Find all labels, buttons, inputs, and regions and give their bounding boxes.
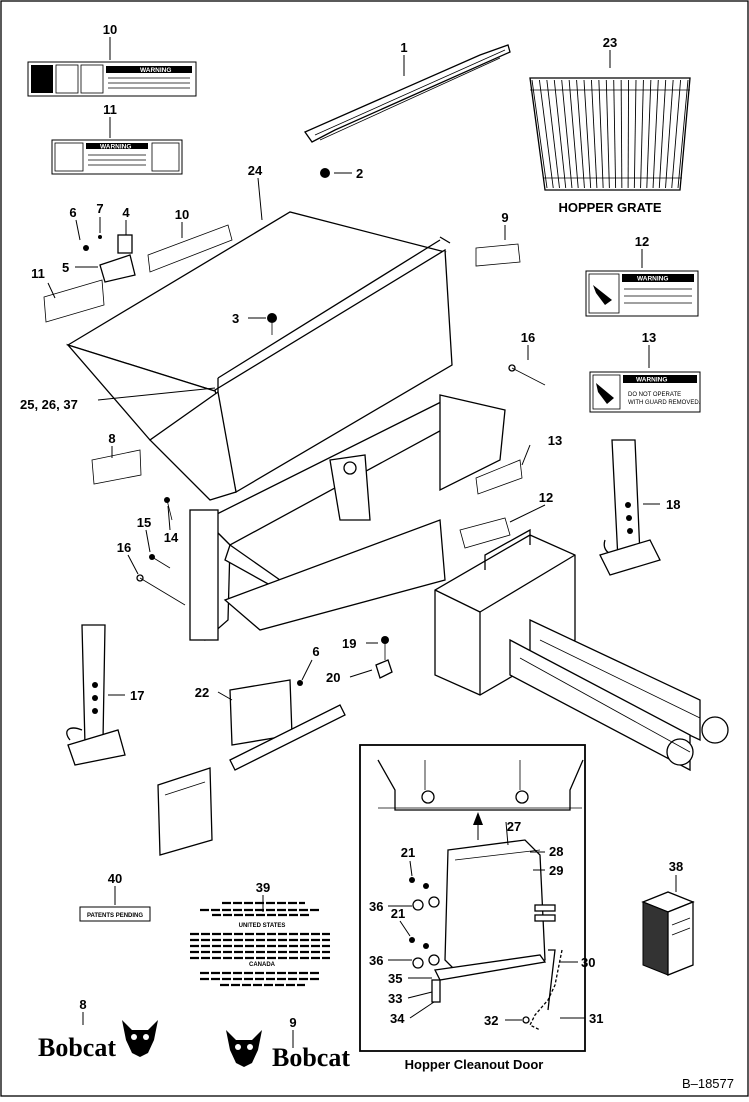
decal-11-heading: WARNING	[100, 144, 131, 151]
callout-32: 32	[484, 1013, 498, 1028]
callout-34: 34	[390, 1011, 405, 1026]
caption-cleanout-door: Hopper Cleanout Door	[405, 1057, 544, 1072]
part-23-hopper-grate	[530, 78, 690, 190]
decal-10-warning: WARNING	[28, 62, 196, 96]
callout-33: 33	[388, 991, 402, 1006]
logo-8-text: Bobcat	[38, 1033, 116, 1062]
callout-27: 27	[507, 819, 521, 834]
callout-14: 14	[164, 530, 179, 545]
callout-25-26-37: 25, 26, 37	[20, 397, 78, 412]
decal-13-heading: WARNING	[636, 377, 667, 384]
decal-13-warning: WARNING DO NOT OPERATE WITH GUARD REMOVE…	[590, 372, 701, 412]
callout-5: 5	[62, 260, 69, 275]
decal-13-line1: DO NOT OPERATE	[628, 392, 681, 398]
callout-38: 38	[669, 859, 683, 874]
decal-12-heading: WARNING	[637, 276, 668, 283]
callout-22: 22	[195, 685, 209, 700]
callout-16-right: 16	[521, 330, 535, 345]
callout-17: 17	[130, 688, 144, 703]
callout-12-decal: 12	[635, 234, 649, 249]
callout-10-hopper: 10	[175, 207, 189, 222]
callout-40: 40	[108, 871, 122, 886]
callout-11-hopper: 11	[31, 266, 45, 281]
callout-30: 30	[581, 955, 595, 970]
callout-12-housing: 12	[539, 490, 553, 505]
bobcat-head-icon	[226, 1030, 262, 1067]
callout-36-lower: 36	[369, 953, 383, 968]
callout-19: 19	[342, 636, 356, 651]
part-24-hopper	[68, 212, 452, 500]
callout-18: 18	[666, 497, 680, 512]
callout-6-upper: 6	[69, 205, 76, 220]
callout-21-lower: 21	[391, 906, 405, 921]
part-38-kit	[643, 892, 693, 975]
logo-9-text: Bobcat	[272, 1043, 350, 1072]
callout-7: 7	[96, 201, 103, 216]
callout-10-decal: 10	[103, 22, 117, 37]
callout-29: 29	[549, 863, 563, 878]
bobcat-head-icon	[122, 1020, 158, 1057]
decal-13-line2: WITH GUARD REMOVED.	[628, 400, 701, 406]
decal-9-bobcat-logo: Bobcat	[226, 1030, 350, 1072]
callout-4: 4	[122, 205, 130, 220]
part-1-rail	[305, 45, 510, 142]
part-2-nut	[320, 168, 330, 178]
decal-8-bobcat-logo: Bobcat	[38, 1020, 158, 1062]
callout-2: 2	[356, 166, 363, 181]
callout-31: 31	[589, 1011, 603, 1026]
callout-15: 15	[137, 515, 151, 530]
caption-hopper-grate: HOPPER GRATE	[558, 200, 661, 215]
callout-23: 23	[603, 35, 617, 50]
callout-1: 1	[400, 40, 407, 55]
callout-39: 39	[256, 880, 270, 895]
callout-3: 3	[232, 311, 239, 326]
callout-11-decal: 11	[103, 102, 117, 117]
decal-39-us: UNITED STATES	[239, 923, 286, 929]
decal-40-text: PATENTS PENDING	[87, 913, 143, 919]
callout-8-hopper: 8	[108, 431, 115, 446]
callout-6-lower: 6	[312, 644, 319, 659]
callout-9-hopper: 9	[501, 210, 508, 225]
decal-11-warning: WARNING	[52, 140, 182, 174]
decal-10-heading: WARNING	[140, 67, 171, 74]
callout-36-upper: 36	[369, 899, 383, 914]
part-18-jack-stand	[600, 440, 660, 575]
hydraulic-cylinders	[510, 620, 728, 770]
callout-21-upper: 21	[401, 845, 415, 860]
part-22-guard	[158, 680, 345, 855]
decal-40: PATENTS PENDING	[80, 907, 150, 921]
callout-13-decal: 13	[642, 330, 656, 345]
decal-39-canada: CANADA	[249, 962, 276, 968]
callout-28: 28	[549, 844, 563, 859]
callout-35: 35	[388, 971, 402, 986]
decal-39-patents: UNITED STATES CANADA	[190, 903, 330, 985]
drawing-number: B–18577	[682, 1076, 734, 1091]
callout-16-left: 16	[117, 540, 131, 555]
callout-24: 24	[248, 163, 263, 178]
callout-13-frame: 13	[548, 433, 562, 448]
callout-8-logo: 8	[79, 997, 86, 1012]
callout-20: 20	[326, 670, 340, 685]
decal-12-warning: WARNING	[586, 271, 698, 316]
callout-9-logo: 9	[289, 1015, 296, 1030]
